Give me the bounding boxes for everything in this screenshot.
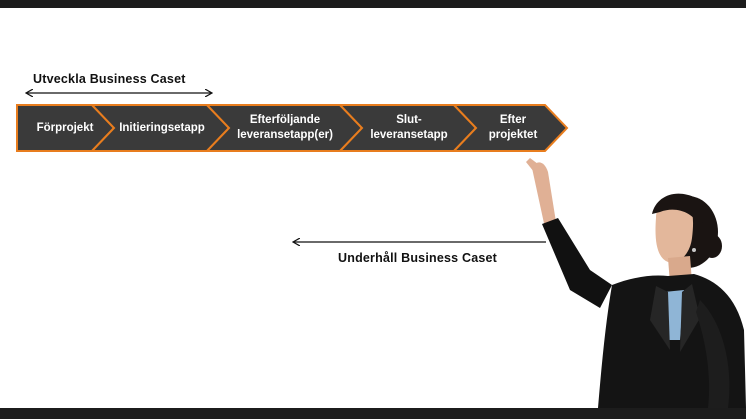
bottom-frame-bar xyxy=(0,408,746,419)
maintain-business-case-caption: Underhåll Business Caset xyxy=(338,251,498,265)
step-label-slutleverans: Slut- leveransetapp xyxy=(370,114,448,141)
step-label-efter-projektet: Efter projektet xyxy=(488,114,538,141)
step-chevron-efter-projektet xyxy=(451,104,569,152)
presenter-illustration xyxy=(526,158,746,408)
step-label-efterfoljande: Efterföljande leveransetapp(er) xyxy=(237,114,333,141)
step-label-initieringsetapp: Initieringsetapp xyxy=(119,121,205,134)
top-frame-bar xyxy=(0,0,746,8)
develop-business-case-caption: Utveckla Business Caset xyxy=(33,72,186,86)
process-steps xyxy=(16,104,569,152)
step-label-forprojekt: Förprojekt xyxy=(36,121,94,134)
